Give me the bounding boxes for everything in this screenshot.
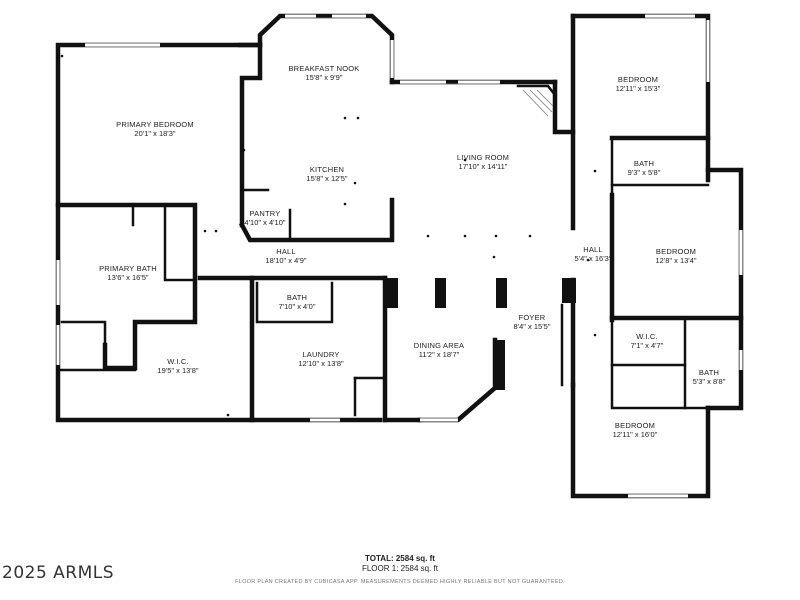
dims-bath-ne: 9'3" x 5'8" — [628, 168, 661, 177]
label-wic-east: W.I.C. — [636, 332, 658, 341]
label-wic-west: W.I.C. — [167, 357, 189, 366]
dims-bath-se: 5'3" x 8'8" — [693, 377, 726, 386]
label-primary-bedroom: PRIMARY BEDROOM — [116, 120, 194, 129]
dims-kitchen: 15'8" x 12'5" — [306, 174, 347, 183]
dims-hall-west: 18'10" x 4'9" — [265, 256, 306, 265]
label-pantry: PANTRY — [250, 209, 281, 218]
total-area: TOTAL: 2584 sq. ft — [365, 554, 435, 563]
fixture-marks — [60, 54, 597, 417]
label-laundry: LAUNDRY — [302, 350, 339, 359]
dims-breakfast-nook: 15'8" x 9'9" — [306, 73, 343, 82]
pillars — [384, 278, 576, 390]
disclaimer-text: FLOOR PLAN CREATED BY CUBICASA APP. MEAS… — [235, 579, 565, 585]
dims-bedroom-se: 12'11" x 16'0" — [613, 430, 658, 439]
dims-pantry: 4'10" x 4'10" — [244, 218, 285, 227]
dims-living-room: 17'10" x 14'11" — [459, 162, 508, 171]
dims-laundry: 12'10" x 13'8" — [298, 359, 344, 368]
dims-bath-center: 7'10" x 4'0" — [279, 302, 316, 311]
label-bedroom-ne: BEDROOM — [618, 75, 658, 84]
dims-bedroom-ne: 12'11" x 15'3" — [616, 84, 661, 93]
label-breakfast-nook: BREAKFAST NOOK — [288, 64, 359, 73]
dims-wic-east: 7'1" x 4'7" — [631, 341, 664, 350]
label-bedroom-se: BEDROOM — [615, 421, 655, 430]
windows — [56, 14, 743, 498]
label-bedroom-e: BEDROOM — [656, 247, 696, 256]
label-primary-bath: PRIMARY BATH — [99, 264, 157, 273]
label-dining-area: DINING AREA — [414, 341, 465, 350]
dims-primary-bath: 13'6" x 16'5" — [107, 273, 148, 282]
label-hall-east: HALL — [583, 245, 603, 254]
label-hall-west: HALL — [276, 247, 296, 256]
label-bath-center: BATH — [287, 293, 307, 302]
dims-primary-bedroom: 20'1" x 18'3" — [134, 129, 175, 138]
floor-area: FLOOR 1: 2584 sq. ft — [361, 564, 439, 573]
room-labels: PRIMARY BEDROOM 20'1" x 18'3" BREAKFAST … — [99, 64, 726, 439]
dims-dining-area: 11'2" x 18'7" — [419, 350, 460, 359]
dims-foyer: 8'4" x 15'5" — [514, 322, 551, 331]
label-bath-ne: BATH — [634, 159, 654, 168]
label-living-room: LIVING ROOM — [457, 153, 509, 162]
dims-wic-west: 19'5" x 13'8" — [157, 366, 198, 375]
dims-bedroom-e: 12'8" x 13'4" — [655, 256, 696, 265]
dims-hall-east: 5'4" x 16'3" — [575, 254, 612, 263]
label-kitchen: KITCHEN — [310, 165, 344, 174]
interior-walls — [55, 84, 744, 423]
label-bath-se: BATH — [699, 368, 719, 377]
label-foyer: FOYER — [519, 313, 546, 322]
watermark-logo: 2025 ARMLS — [2, 563, 115, 583]
